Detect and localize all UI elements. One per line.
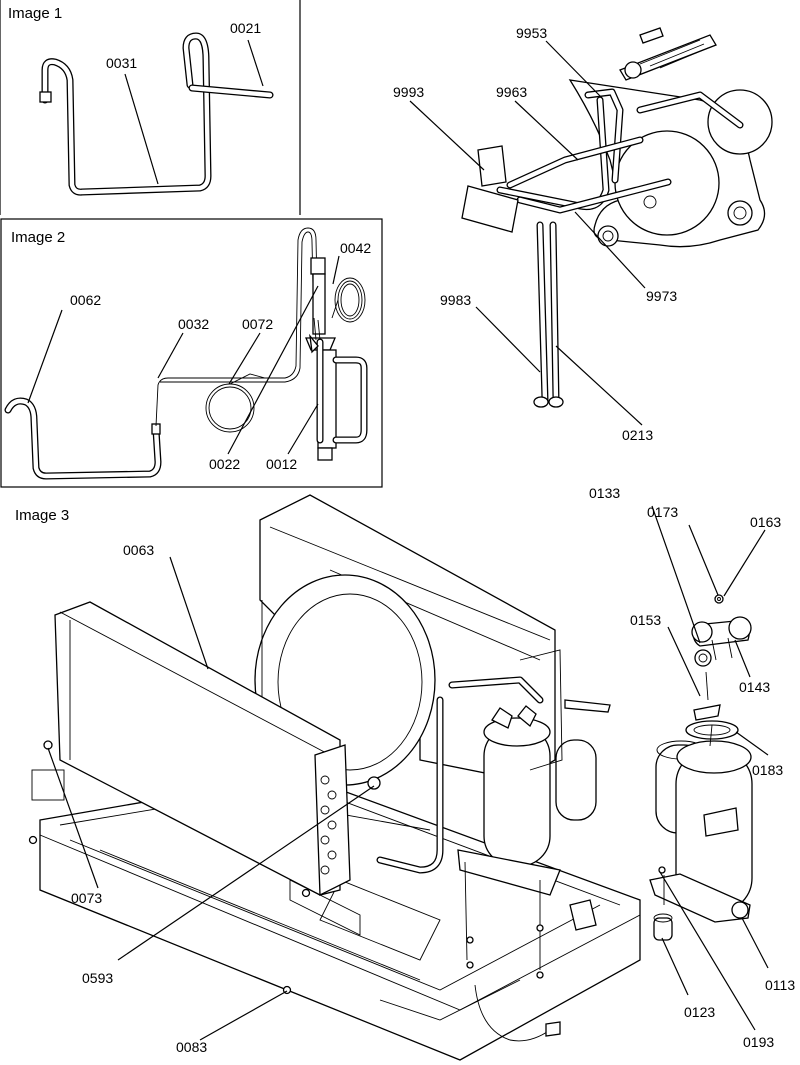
image1-frame <box>0 0 301 215</box>
label-0072: 0072 <box>242 316 273 332</box>
label-0042: 0042 <box>340 240 371 256</box>
image1-title: Image 1 <box>8 5 62 22</box>
compressor-parts <box>649 594 753 941</box>
label-0021: 0021 <box>230 20 261 36</box>
label-0193: 0193 <box>743 1034 774 1050</box>
label-0113: 0113 <box>765 977 795 993</box>
image3-title: Image 3 <box>15 507 69 524</box>
image2-tube-assembly <box>4 227 368 480</box>
label-0073: 0073 <box>71 890 102 906</box>
label-0153: 0153 <box>630 612 661 628</box>
label-0213: 0213 <box>622 427 653 443</box>
label-9983: 9983 <box>440 292 471 308</box>
label-0063: 0063 <box>123 542 154 558</box>
label-0123: 0123 <box>684 1004 715 1020</box>
label-0133: 0133 <box>589 485 620 501</box>
compressor-tubing-assembly <box>461 27 773 408</box>
chassis-assembly <box>28 494 641 1061</box>
label-0163: 0163 <box>750 514 781 530</box>
label-0593: 0593 <box>82 970 113 986</box>
label-0083: 0083 <box>176 1039 207 1055</box>
label-0031: 0031 <box>106 55 137 71</box>
label-0022: 0022 <box>209 456 240 472</box>
label-9973: 9973 <box>646 288 677 304</box>
image2-title: Image 2 <box>11 229 65 246</box>
label-0012: 0012 <box>266 456 297 472</box>
label-0062: 0062 <box>70 292 101 308</box>
image2-frame <box>0 218 383 488</box>
label-0032: 0032 <box>178 316 209 332</box>
label-0143: 0143 <box>739 679 770 695</box>
label-9963: 9963 <box>496 84 527 100</box>
image1-tube-assembly <box>39 32 274 196</box>
label-9953: 9953 <box>516 25 547 41</box>
label-0183: 0183 <box>752 762 783 778</box>
label-9993: 9993 <box>393 84 424 100</box>
label-0173: 0173 <box>647 504 678 520</box>
